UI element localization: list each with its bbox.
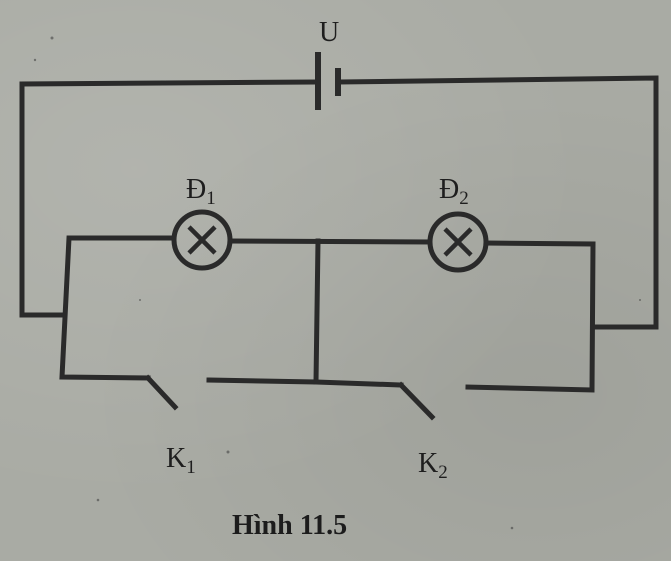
switch-k1-lever [144, 374, 179, 411]
switch-k2-label: K2 [418, 448, 448, 483]
paper-texture [33, 36, 641, 530]
lamp-d2-ring [427, 211, 489, 273]
wire-d1-right [227, 238, 433, 245]
switch-k1: K1 [144, 374, 196, 478]
wire-top-right [337, 75, 659, 330]
switch-k1-label: K1 [166, 443, 196, 478]
power-source: U [315, 17, 341, 110]
wire-right-branch [465, 240, 596, 393]
figure-caption: Hình 11.5 [232, 510, 347, 541]
wire-left-branch [59, 235, 177, 381]
lamp-d1-ring [171, 209, 233, 271]
wire-middle-vertical [313, 238, 321, 385]
lamp-d2-label: Đ2 [439, 174, 469, 209]
switch-k2-lever [397, 381, 436, 421]
wire-top-left [19, 79, 319, 318]
wire-middle-bottom [206, 377, 404, 388]
lamp-d2: Đ2 [427, 174, 489, 273]
wires [19, 75, 659, 393]
lamp-d1-label: Đ1 [186, 174, 216, 209]
source-label: U [319, 17, 339, 48]
lamp-d1: Đ1 [171, 174, 233, 271]
switch-k2: K2 [397, 381, 448, 483]
